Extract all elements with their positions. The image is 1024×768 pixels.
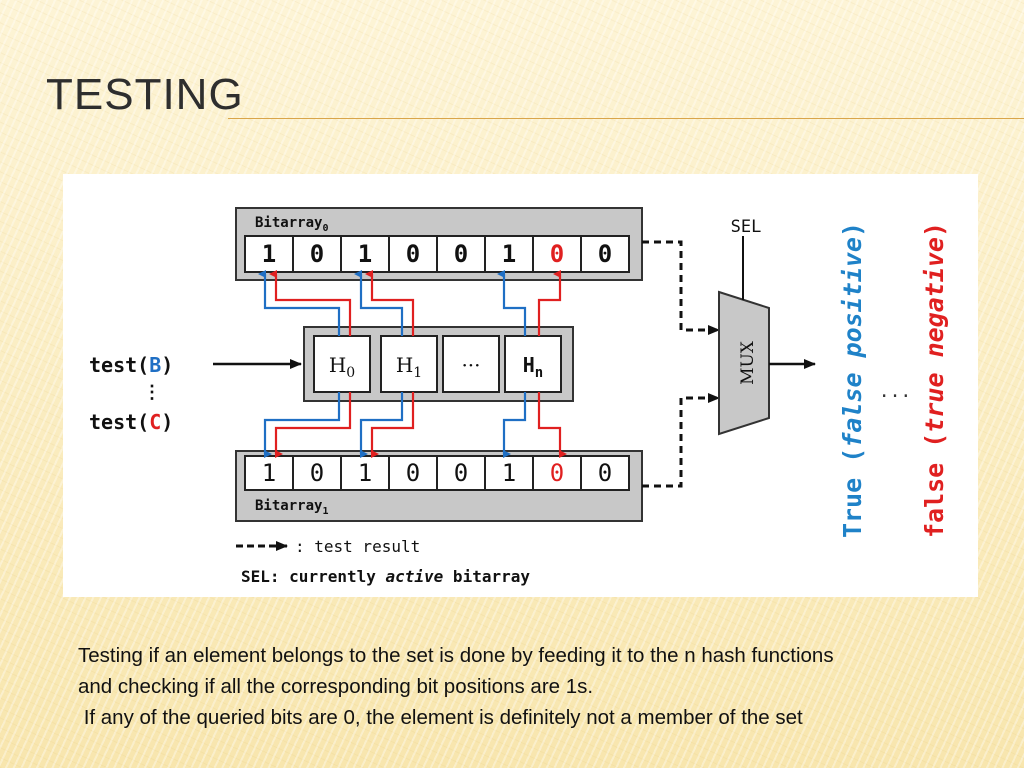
- blue-hash-arrow: [354, 270, 404, 336]
- caption-line-3: If any of the queried bits are 0, the el…: [78, 706, 803, 729]
- bitarray-1-bit-value: 1: [358, 459, 372, 487]
- blue-hash-arrow: [502, 392, 527, 458]
- bitarray-1-cell: [292, 455, 342, 491]
- bitarray-1-bit-value: 0: [406, 459, 420, 487]
- legend-arrow-text: : test result: [295, 537, 420, 556]
- blue-hash-arrow: [258, 270, 341, 336]
- test-b-label: test(B): [89, 353, 173, 377]
- results: True (false positive) ··· false (true ne…: [838, 222, 949, 538]
- bitarray-0-cell: [292, 235, 342, 273]
- bitarray-0-cells: 1 0 1 0 0 1 0 0: [244, 235, 630, 273]
- bitarray-0-bit-value: 0: [550, 240, 564, 268]
- bitarray-0-bit-value: 0: [454, 240, 468, 268]
- bitarray-0-bit-value: 0: [310, 240, 324, 268]
- blue-hash-arrow: [359, 392, 404, 458]
- bitarray-1-bit-value: 0: [550, 459, 564, 487]
- bloom-filter-diagram: Bitarray0 1 0 1 0 0 1 0 0 Bitarray1 1 0 1 0 0 1 0 0 H0…: [63, 174, 978, 597]
- result-path-1: [642, 393, 720, 488]
- hash-function-label: Hn: [523, 353, 543, 381]
- red-hash-arrow: [269, 270, 352, 336]
- bitarray-0-bit-value: 0: [598, 240, 612, 268]
- bitarray-0-cell: [340, 235, 390, 273]
- hash-boxes: H0 H1 ··· Hn: [313, 335, 562, 393]
- test-result-paths: [642, 240, 720, 488]
- blue-hash-arrow: [497, 270, 527, 336]
- hash-function-label: H0: [329, 353, 355, 381]
- bitarray-0-label: Bitarray0: [255, 215, 328, 234]
- hash-function-label: H1: [396, 353, 422, 381]
- result-false-text: false (true negative): [920, 222, 949, 538]
- bitarray-0-bit-value: 1: [358, 240, 372, 268]
- bitarray-1-bit-value: 0: [310, 459, 324, 487]
- bitarray-1-bit-value: 0: [454, 459, 468, 487]
- hash-to-bit-arrows: [258, 270, 567, 458]
- hash-box: [313, 335, 371, 393]
- test-c-label: test(C): [89, 410, 173, 434]
- bitarray-0-cell: [580, 235, 630, 273]
- title-divider: [228, 118, 1024, 119]
- legend-sel-text: SEL: currently active bitarray: [241, 567, 530, 586]
- red-hash-arrow: [537, 392, 567, 458]
- hash-box: [442, 335, 500, 393]
- bitarray-1-bit-value: 1: [502, 459, 516, 487]
- bitarray-1-cell: [580, 455, 630, 491]
- bitarray-0-bit-value: 1: [262, 240, 276, 268]
- mux-body: [718, 290, 770, 436]
- red-hash-arrow: [274, 392, 352, 458]
- bitarray-1: Bitarray1 1 0 1 0 0 1 0 0: [235, 450, 643, 522]
- tests-ellipsis: ⋮: [143, 382, 161, 403]
- sel-label: SEL: [731, 217, 762, 237]
- result-true-text: True (false positive): [838, 222, 867, 538]
- result-path-0: [642, 240, 720, 335]
- bitarray-0-bit-value: 0: [406, 240, 420, 268]
- caption-line-2: and checking if all the corresponding bi…: [78, 675, 594, 698]
- bitarray-1-cell: [244, 455, 294, 491]
- hash-box: [380, 335, 438, 393]
- bitarray-0: Bitarray0 1 0 1 0 0 1 0 0: [235, 207, 643, 281]
- hash-function-label: ···: [461, 353, 480, 377]
- red-hash-arrow: [537, 270, 562, 336]
- blue-hash-arrow: [263, 392, 341, 458]
- slide-caption: Testing if an element belongs to the set…: [78, 640, 1008, 733]
- bitarray-1-label: Bitarray1: [255, 498, 328, 517]
- hash-box: [504, 335, 562, 393]
- bitarray-0-cell: [484, 235, 534, 273]
- red-hash-arrow: [365, 270, 415, 336]
- caption-line-1: Testing if an element belongs to the set…: [78, 644, 834, 667]
- hash-functions: H0 H1 ··· Hn: [303, 326, 574, 402]
- results-ellipsis: ···: [879, 386, 912, 407]
- bitarray-1-bit-value: 1: [262, 459, 276, 487]
- bitarray-0-bit-value: 1: [502, 240, 516, 268]
- slide-title: TESTING: [46, 70, 244, 119]
- diagram-canvas: Bitarray0 1 0 1 0 0 1 0 0 Bitarray1 1 0 1 0 0 1 0 0 H0…: [89, 207, 949, 586]
- test-inputs: test(B) ⋮ test(C): [89, 353, 302, 434]
- legend: : test result SEL: currently active bita…: [236, 537, 530, 586]
- red-hash-arrow: [370, 392, 415, 458]
- bitarray-0-cell: [436, 235, 486, 273]
- bitarray-1-bit-value: 0: [598, 459, 612, 487]
- bitarray-1-cells: 1 0 1 0 0 1 0 0: [244, 455, 630, 491]
- mux: MUX SEL: [718, 217, 816, 436]
- mux-label: MUX: [738, 340, 758, 385]
